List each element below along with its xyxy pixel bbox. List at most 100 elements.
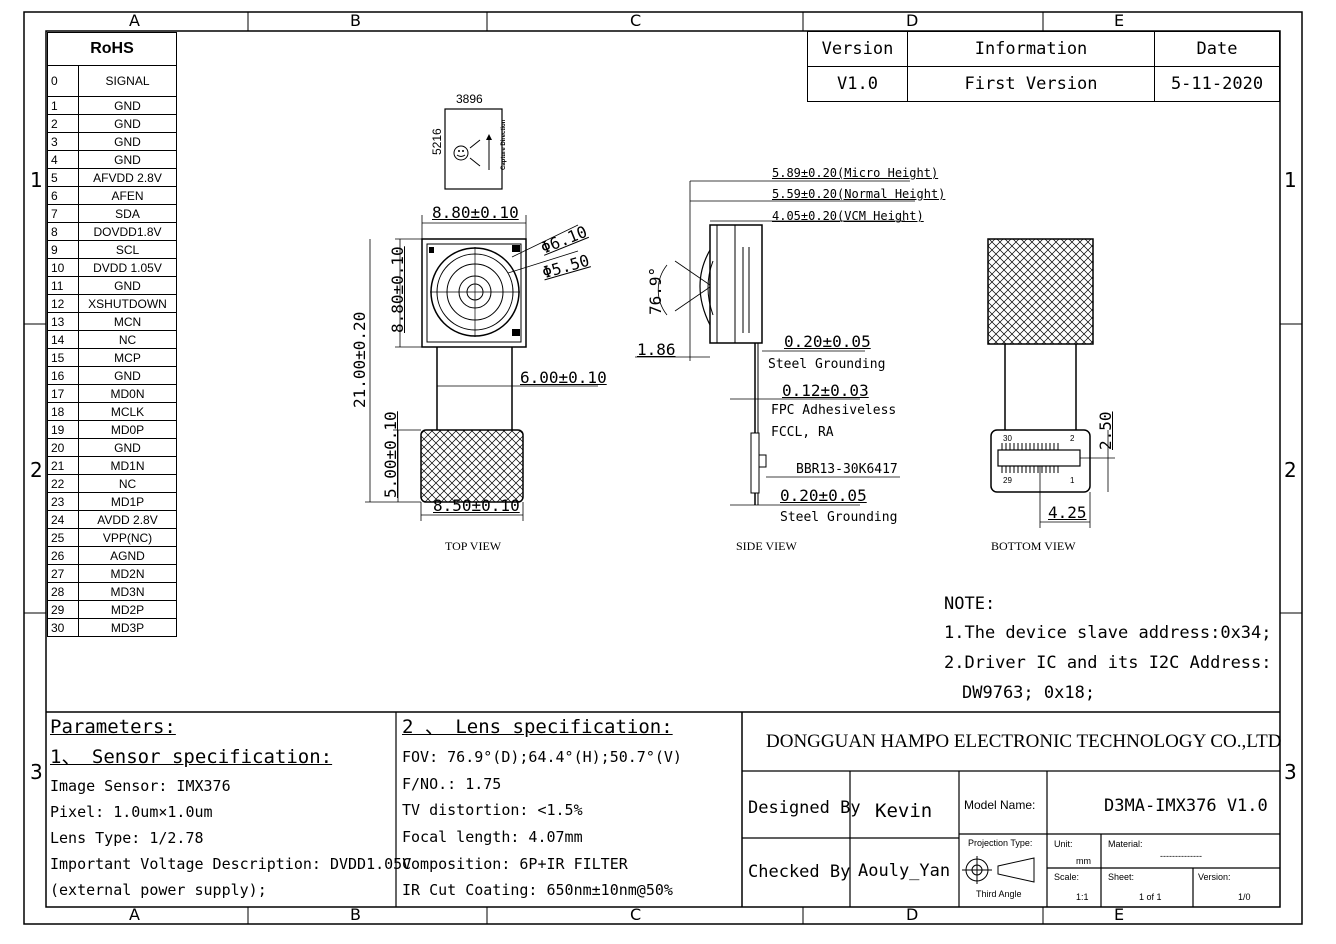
company-name: DONGGUAN HAMPO ELECTRONIC TECHNOLOGY CO.… bbox=[766, 731, 1282, 752]
side-dim-lens: 1.86 bbox=[637, 340, 676, 359]
bottom-view-label: BOTTOM VIEW bbox=[991, 539, 1076, 553]
side-dim-g2-note: Steel Grounding bbox=[780, 510, 898, 525]
bottom-pin-29: 29 bbox=[1003, 476, 1012, 485]
revision-table: Version Information Date V1.0 First Vers… bbox=[807, 31, 1280, 102]
bottom-pin-30: 30 bbox=[1003, 434, 1012, 443]
model-name-label: Model Name: bbox=[964, 798, 1036, 812]
pin-number: 22 bbox=[47, 474, 79, 493]
sensor-orientation-icon bbox=[444, 108, 503, 190]
pin-signal: AGND bbox=[78, 546, 177, 565]
rev-version: V1.0 bbox=[807, 66, 908, 102]
sensor-line-3: Lens Type: 1/2.78 bbox=[50, 829, 204, 847]
grid-row-1-left: 1 bbox=[30, 168, 43, 192]
note-3: DW9763; 0x18; bbox=[962, 683, 1096, 703]
scale-label: Scale: bbox=[1054, 872, 1080, 882]
version-value: 1/0 bbox=[1238, 892, 1251, 902]
sheet-value: 1 of 1 bbox=[1139, 892, 1162, 902]
sensor-spec-title: 1、 Sensor specification: bbox=[50, 746, 333, 768]
pin-number: 0 bbox=[47, 65, 79, 97]
grid-col-b-top: B bbox=[350, 11, 361, 30]
params-title: Parameters: bbox=[50, 716, 176, 738]
grid-col-d-bottom: D bbox=[906, 905, 919, 924]
side-dim-conn: BBR13-30K6417 bbox=[796, 462, 898, 477]
projection-type-label: Projection Type: bbox=[968, 838, 1033, 848]
note-2: 2.Driver IC and its I2C Address: bbox=[944, 653, 1272, 673]
lens-line-2: F/NO.: 1.75 bbox=[402, 775, 502, 793]
lens-line-4: Focal length: 4.07mm bbox=[402, 828, 583, 846]
lens-line-1: FOV: 76.9°(D);64.4°(H);50.7°(V) bbox=[402, 748, 682, 766]
top-dim-fpc: 6.00±0.10 bbox=[520, 368, 607, 387]
pin-signal: GND bbox=[78, 276, 177, 295]
material-value: -------------- bbox=[1160, 851, 1202, 861]
pin-number: 15 bbox=[47, 348, 79, 367]
pin-signal: GND bbox=[78, 366, 177, 385]
pin-number: 21 bbox=[47, 456, 79, 475]
bottom-dim-w: 4.25 bbox=[1048, 503, 1087, 522]
unit-label: Unit: bbox=[1054, 839, 1073, 849]
lens-spec-title: 2 、 Lens specification: bbox=[402, 716, 673, 738]
side-view-drawing bbox=[635, 180, 915, 506]
designed-by-value: Kevin bbox=[875, 800, 933, 822]
top-dim-width: 8.80±0.10 bbox=[432, 203, 519, 222]
note-title: NOTE: bbox=[944, 594, 996, 614]
pin-number: 27 bbox=[47, 564, 79, 583]
pin-signal: AFEN bbox=[78, 186, 177, 205]
sensor-width-label: 3896 bbox=[456, 92, 483, 106]
side-dim-g2: 0.20±0.05 bbox=[780, 486, 867, 505]
bottom-view-drawing bbox=[987, 238, 1115, 528]
pin-signal: VPP(NC) bbox=[78, 528, 177, 547]
pin-number: 23 bbox=[47, 492, 79, 511]
side-dim-fpc-note2: FCCL, RA bbox=[771, 425, 834, 440]
sheet-label: Sheet: bbox=[1108, 872, 1135, 882]
pin-signal: MD2N bbox=[78, 564, 177, 583]
rev-header-version: Version bbox=[807, 31, 908, 67]
top-dim-conn-w: 8.50±0.10 bbox=[433, 496, 520, 515]
pin-number: 28 bbox=[47, 582, 79, 601]
pin-signal: SCL bbox=[78, 240, 177, 259]
side-dim-g1: 0.20±0.05 bbox=[784, 332, 871, 351]
lens-line-3: TV distortion: <1.5% bbox=[402, 801, 583, 819]
side-dim-fpc: 0.12±0.03 bbox=[782, 381, 869, 400]
top-view-label: TOP VIEW bbox=[445, 539, 502, 553]
bottom-pin-2: 2 bbox=[1070, 434, 1075, 443]
grid-col-d-top: D bbox=[906, 11, 919, 30]
grid-row-2-left: 2 bbox=[30, 458, 43, 482]
checked-by-value: Aouly_Yan bbox=[858, 861, 951, 881]
grid-col-c-bottom: C bbox=[630, 905, 642, 924]
side-dim-g1-note: Steel Grounding bbox=[768, 357, 886, 372]
pin-number: 30 bbox=[47, 618, 79, 637]
side-view-label: SIDE VIEW bbox=[736, 539, 797, 553]
sensor-line-4: Important Voltage Description: DVDD1.05V bbox=[50, 855, 412, 873]
rev-header-date: Date bbox=[1154, 31, 1280, 67]
pin-signal: MD3P bbox=[78, 618, 177, 637]
grid-row-3-left: 3 bbox=[30, 760, 43, 784]
grid-row-2-right: 2 bbox=[1284, 458, 1297, 482]
version-label: Version: bbox=[1198, 872, 1231, 882]
pin-table-title: RoHS bbox=[47, 32, 177, 66]
pin-signal: GND bbox=[78, 132, 177, 151]
scale-value: 1:1 bbox=[1076, 892, 1089, 902]
grid-col-e-bottom: E bbox=[1114, 905, 1125, 924]
material-label: Material: bbox=[1108, 839, 1143, 849]
model-name-value: D3MA-IMX376 V1.0 bbox=[1104, 796, 1268, 816]
pin-number: 19 bbox=[47, 420, 79, 439]
checked-by-label: Checked By bbox=[748, 862, 851, 882]
pin-signal: SIGNAL bbox=[78, 65, 177, 97]
note-1: 1.The device slave address:0x34; bbox=[944, 623, 1272, 643]
sensor-line-5: (external power supply); bbox=[50, 881, 267, 899]
